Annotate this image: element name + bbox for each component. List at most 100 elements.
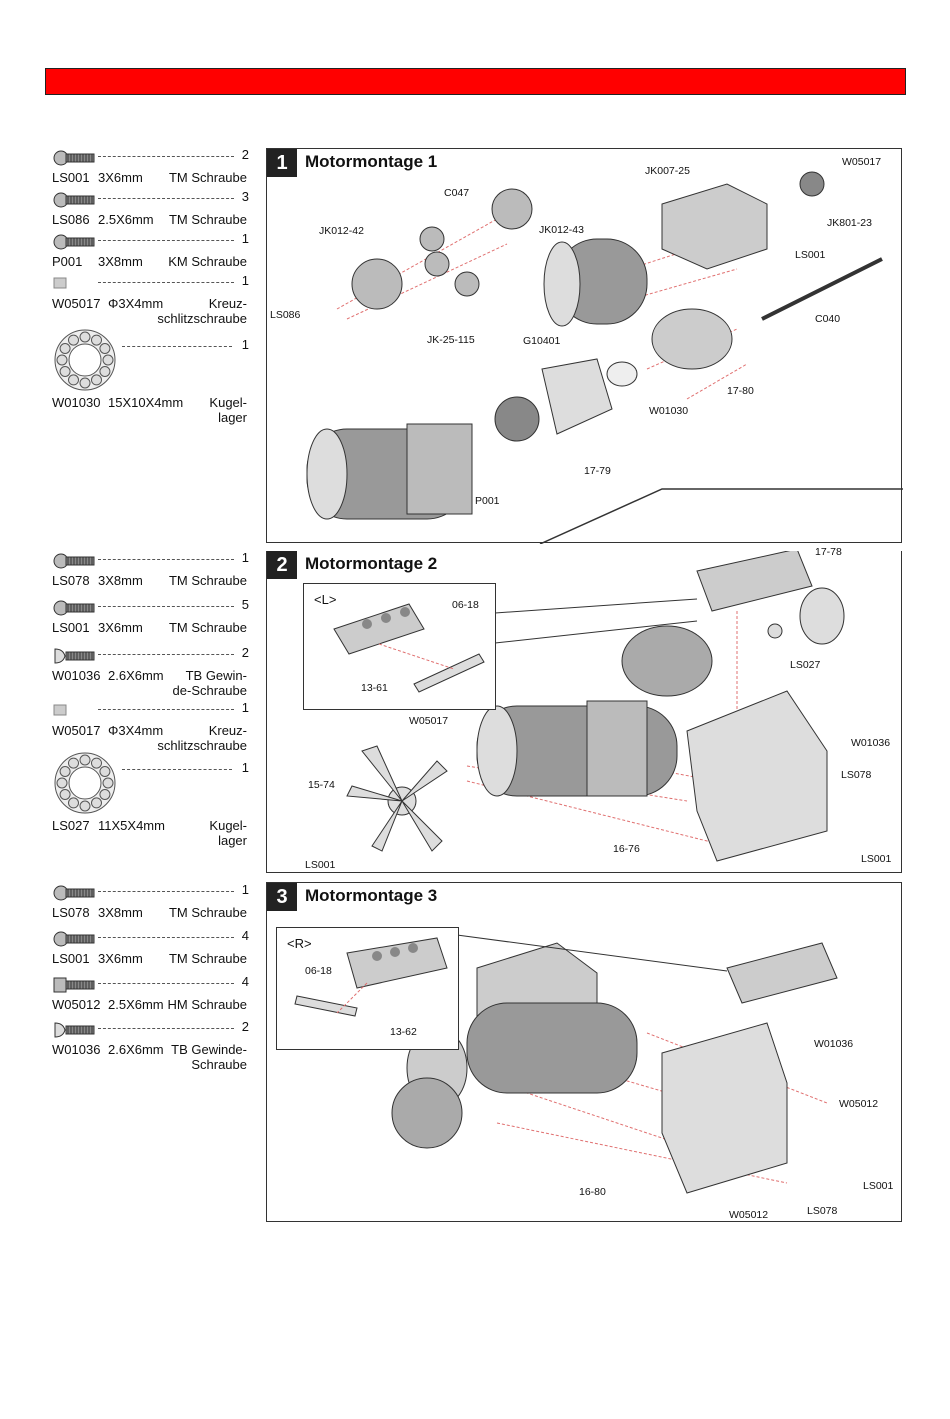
part-quantity: 1 bbox=[241, 882, 249, 897]
leader-line bbox=[98, 198, 234, 199]
ball-bearing-icon bbox=[54, 329, 116, 391]
part-code: W05017 bbox=[52, 296, 101, 311]
label-jk012-42: JK012-42 bbox=[319, 225, 364, 237]
inset-tag: <L> bbox=[314, 592, 337, 607]
pan-head-screw-icon bbox=[53, 600, 95, 616]
part-quantity: 4 bbox=[241, 928, 249, 943]
label-w05012-a: W05012 bbox=[839, 1098, 879, 1110]
step-3-panel: 3 Motormontage 3 <R> 06-18 13-62 W01036 … bbox=[266, 882, 902, 1222]
countersunk-screw-icon bbox=[53, 234, 95, 250]
label-c040: C040 bbox=[815, 313, 841, 325]
label-06-18: 06-18 bbox=[305, 965, 332, 977]
label-ls086: LS086 bbox=[270, 309, 301, 321]
part-size: Φ3X4mm bbox=[108, 723, 164, 738]
part-size: Φ3X4mm bbox=[108, 296, 164, 311]
part-quantity: 2 bbox=[241, 1019, 249, 1034]
part-size: 2.6X6mm bbox=[108, 668, 164, 683]
step-number: 1 bbox=[267, 149, 297, 177]
part-image bbox=[53, 977, 97, 996]
label-ls001-b: LS001 bbox=[861, 853, 892, 865]
leader-line bbox=[98, 282, 234, 283]
part-description: TM Schraube bbox=[168, 951, 247, 966]
leader-line bbox=[98, 1028, 234, 1029]
label-w01036: W01036 bbox=[814, 1038, 854, 1050]
label-17-80: 17-80 bbox=[727, 385, 754, 397]
part-image bbox=[53, 885, 97, 904]
part-quantity: 1 bbox=[241, 700, 249, 715]
leader-line bbox=[98, 606, 234, 607]
part-size: 3X8mm bbox=[98, 573, 143, 588]
step-title: Motormontage 3 bbox=[305, 886, 438, 905]
part-description: Kugel-lager bbox=[209, 818, 247, 848]
pan-head-screw-icon bbox=[53, 931, 95, 947]
part-code: LS001 bbox=[52, 620, 90, 635]
part-size: 3X6mm bbox=[98, 951, 143, 966]
part-image bbox=[53, 703, 67, 720]
part-quantity: 1 bbox=[241, 760, 249, 775]
part-code: LS001 bbox=[52, 170, 90, 185]
part-description: HM Schraube bbox=[167, 997, 247, 1012]
label-17-79: 17-79 bbox=[584, 465, 611, 477]
leader-line bbox=[122, 769, 232, 770]
part-size: 2.6X6mm bbox=[108, 1042, 164, 1057]
label-jk-25-115: JK-25-115 bbox=[427, 334, 475, 346]
part-image bbox=[53, 751, 117, 818]
part-image bbox=[53, 1022, 97, 1041]
label-w01030: W01030 bbox=[649, 405, 689, 417]
part-code: W05017 bbox=[52, 723, 101, 738]
part-description: TM Schraube bbox=[168, 573, 247, 588]
part-size: 3X8mm bbox=[98, 254, 143, 269]
socket-head-screw-icon bbox=[53, 977, 95, 993]
part-quantity: 4 bbox=[241, 974, 249, 989]
label-ls078: LS078 bbox=[807, 1205, 838, 1217]
label-ls001-a: LS001 bbox=[305, 859, 336, 871]
label-w01036: W01036 bbox=[851, 737, 891, 749]
label-w05012-b: W05012 bbox=[729, 1209, 769, 1221]
part-image bbox=[53, 150, 97, 169]
label-06-18: 06-18 bbox=[452, 599, 479, 611]
part-description: Kreuz-schlitzschraube bbox=[157, 723, 247, 753]
leader-line bbox=[98, 983, 234, 984]
leader-line bbox=[98, 891, 234, 892]
part-code: LS078 bbox=[52, 905, 90, 920]
detail-inset-right: <R> 06-18 13-62 bbox=[276, 927, 459, 1050]
label-jk801-23: JK801-23 bbox=[827, 217, 872, 229]
leader-line bbox=[98, 240, 234, 241]
leader-line bbox=[122, 346, 232, 347]
part-description: KM Schraube bbox=[168, 254, 247, 269]
step-title: Motormontage 2 bbox=[305, 554, 438, 573]
part-code: LS086 bbox=[52, 212, 90, 227]
part-quantity: 5 bbox=[241, 597, 249, 612]
step-2-panel: 2 Motormontage 2 <L> bbox=[266, 546, 902, 873]
pan-head-screw-icon bbox=[53, 150, 95, 166]
label-w05017: W05017 bbox=[842, 156, 882, 168]
label-g10401: G10401 bbox=[523, 335, 561, 347]
leader-line bbox=[98, 559, 234, 560]
part-quantity: 1 bbox=[241, 231, 249, 246]
detail-inset-left: <L> 06-18 13-61 bbox=[303, 583, 496, 710]
part-size: 3X6mm bbox=[98, 620, 143, 635]
leader-line bbox=[98, 156, 234, 157]
part-quantity: 1 bbox=[241, 337, 249, 352]
inset-drawing bbox=[294, 937, 448, 1017]
grub-screw-icon bbox=[53, 704, 67, 716]
step-2-exploded-diagram bbox=[346, 551, 845, 862]
part-description: TM Schraube bbox=[168, 212, 247, 227]
step-number: 3 bbox=[267, 883, 297, 911]
step-1-exploded-diagram bbox=[306, 171, 903, 544]
part-image bbox=[53, 553, 97, 572]
label-15-74: 15-74 bbox=[308, 779, 335, 791]
label-13-62: 13-62 bbox=[390, 1026, 417, 1038]
tapping-screw-icon bbox=[54, 648, 95, 664]
part-image bbox=[53, 234, 97, 253]
part-size: 2.5X6mm bbox=[98, 212, 154, 227]
part-code: W01030 bbox=[52, 395, 101, 410]
label-13-61: 13-61 bbox=[361, 682, 388, 694]
inset-drawing bbox=[333, 603, 485, 693]
part-quantity: 3 bbox=[241, 189, 249, 204]
part-description: TB Gewinde-Schraube bbox=[171, 1042, 247, 1072]
label-ls001: LS001 bbox=[863, 1180, 894, 1192]
